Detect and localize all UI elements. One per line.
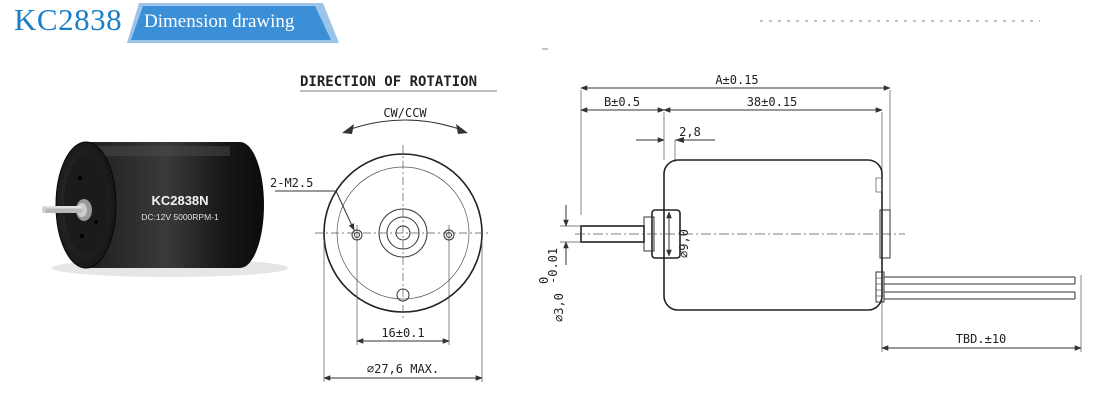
front-view-title: DIRECTION OF ROTATION <box>300 74 477 90</box>
lead-length-dim: TBD.±10 <box>956 332 1007 346</box>
motor-photo <box>42 141 288 277</box>
rotation-arrow <box>347 119 463 131</box>
hole-spacing-dim: 16±0.1 <box>381 326 424 340</box>
model-title: KC2838 <box>14 2 123 37</box>
diameter-dim: ⌀27,6 MAX. <box>367 362 439 376</box>
rear-cap <box>879 209 891 259</box>
boss-diameter-dim: ⌀9,0 <box>677 229 691 258</box>
holes-label: 2-M2.5 <box>270 176 313 190</box>
lead-grommet <box>875 271 885 303</box>
shaft-length-dim: B±0.5 <box>604 95 640 109</box>
total-length-dim: A±0.15 <box>715 73 758 87</box>
body-length-dim: 38±0.15 <box>747 95 798 109</box>
shaft-tol-upper: 0 <box>537 277 551 284</box>
rotation-arrow-right <box>456 124 468 134</box>
rotation-label: CW/CCW <box>383 106 427 120</box>
side-motor-body <box>663 159 883 311</box>
motor-label-spec: DC:12V 5000RPM-1 <box>141 212 219 222</box>
shaft-tol-lower: -0.01 <box>546 248 560 284</box>
tab-label: Dimension drawing <box>144 11 295 32</box>
dimension-drawing-tab <box>127 3 339 43</box>
shaft-diameter-dim: ⌀3,0 <box>552 293 566 322</box>
motor-label-model: KC2838N <box>151 193 208 208</box>
rotation-arrow-left <box>342 124 354 134</box>
boss-length-dim: 2,8 <box>679 125 701 139</box>
